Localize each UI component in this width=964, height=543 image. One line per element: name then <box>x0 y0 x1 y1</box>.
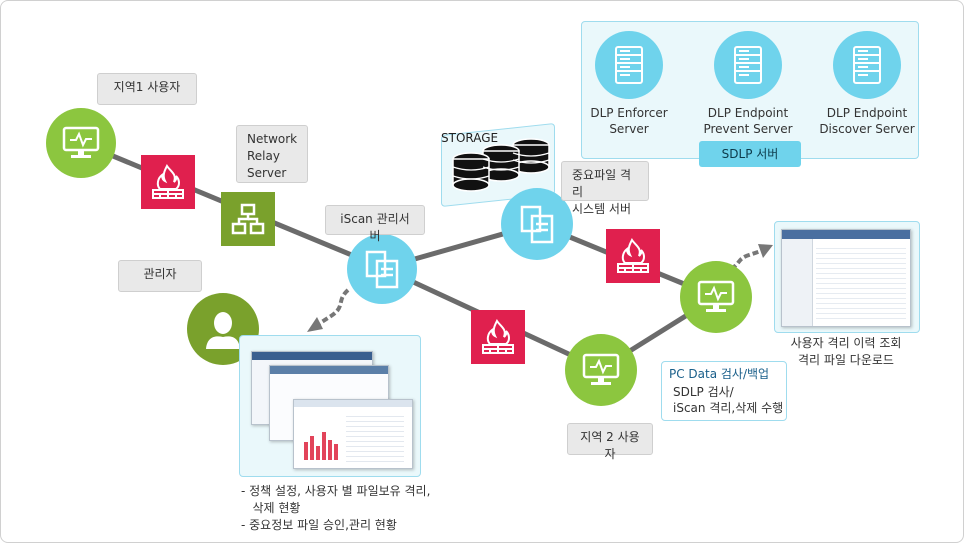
arrow-iscan-admin <box>315 288 350 327</box>
server-icon <box>595 31 663 99</box>
user-history-caption: 사용자 격리 이력 조회 격리 파일 다운로드 <box>790 336 902 367</box>
firewall-icon <box>471 310 525 364</box>
storage-label: STORAGE <box>441 131 499 145</box>
server-icon <box>833 31 901 99</box>
iscan-callout: iScan 관리서버 <box>325 205 425 243</box>
arrow-head-view <box>758 244 773 258</box>
dlp-endpoint-discover-label: DLP Endpoint Discover Server <box>819 106 915 136</box>
iscan-server <box>347 234 417 304</box>
admin-console-screenshot-front <box>293 399 413 469</box>
arrow-head-admin <box>307 317 323 332</box>
dlp-endpoint-prevent-label: DLP Endpoint Prevent Server <box>703 106 793 136</box>
pc-data-body: SDLP 검사/ iScan 격리,삭제 수행 <box>673 385 784 415</box>
sdlp-title-badge: SDLP 서버 <box>699 141 801 167</box>
region2-user-pc <box>565 334 637 406</box>
region1-user-pc <box>46 108 116 178</box>
network-relay-callout: Network Relay Server <box>236 125 308 183</box>
pc-data-title: PC Data 검사/백업 <box>669 367 770 381</box>
admin-note-line: - 중요정보 파일 승인,관리 현황 <box>241 518 397 532</box>
admin-notes: - 정책 설정, 사용자 별 파일보유 격리, 삭제 현황 - 중요정보 파일 … <box>241 483 471 534</box>
firewall-icon <box>606 229 660 283</box>
firewall-icon <box>141 155 195 209</box>
pc-data-panel <box>661 361 787 421</box>
admin-callout: 관리자 <box>118 260 202 292</box>
admin-note-line: 삭제 현황 <box>241 501 301 515</box>
user-pc-right <box>680 261 752 333</box>
isolation-server-callout: 중요파일 격리 시스템 서버 <box>561 161 649 216</box>
region2-user-callout: 지역 2 사용자 <box>567 423 653 461</box>
dlp-enforcer-label: DLP Enforcer Server <box>590 106 668 136</box>
admin-note-line: - 정책 설정, 사용자 별 파일보유 격리, <box>241 484 431 498</box>
server-icon <box>714 31 782 99</box>
region1-user-callout: 지역1 사용자 <box>97 73 197 105</box>
user-history-screenshot <box>781 229 911 327</box>
database-icon <box>452 138 550 192</box>
network-relay-server-icon <box>221 192 275 246</box>
